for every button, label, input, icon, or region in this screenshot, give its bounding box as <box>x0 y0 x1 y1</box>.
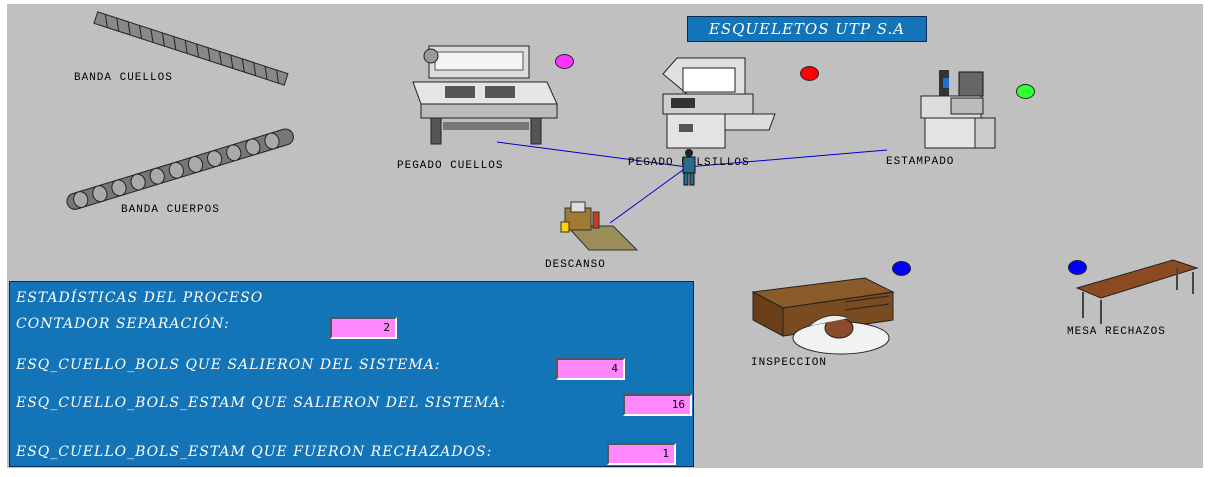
contador-separacion-label: CONTADOR SEPARACIÓN: <box>16 316 230 332</box>
estampado-status-indicator <box>1016 84 1035 99</box>
operator-path-lines <box>496 141 888 224</box>
rest-station-icon[interactable] <box>559 198 639 254</box>
sewing-machine-icon[interactable] <box>657 54 777 154</box>
roller-conveyor-icon[interactable] <box>65 126 305 210</box>
inspeccion-label: INSPECCION <box>751 357 828 369</box>
pegado-bolsillos-status-indicator <box>800 66 819 81</box>
inspection-desk-icon[interactable] <box>749 274 899 360</box>
estampado-label: ESTAMPADO <box>886 156 955 168</box>
banda-cuellos-label: BANDA CUELLOS <box>74 72 173 84</box>
esq-cuello-bols-value: 4 <box>556 358 625 380</box>
stamping-machine-icon[interactable] <box>915 68 1005 152</box>
pegado-cuellos-label: PEGADO CUELLOS <box>397 160 504 172</box>
simulation-title: ESQUELETOS UTP S.A <box>687 16 927 42</box>
banda-cuerpos-label: BANDA CUERPOS <box>121 204 220 216</box>
conveyor-icon[interactable] <box>92 10 302 86</box>
press-machine-icon[interactable] <box>407 42 558 152</box>
esq-cuello-bols-label: ESQ_CUELLO_BOLS QUE SALIERON DEL SISTEMA… <box>16 357 441 373</box>
esq-rechazados-value: 1 <box>607 443 676 465</box>
esq-cuello-bols-estam-label: ESQ_CUELLO_BOLS_ESTAM QUE SALIERON DEL S… <box>16 395 507 411</box>
reject-table-icon[interactable] <box>1073 258 1199 328</box>
contador-separacion-value: 2 <box>330 317 397 339</box>
esq-cuello-bols-estam-value: 16 <box>623 394 692 416</box>
pegado-cuellos-status-indicator <box>555 54 574 69</box>
worker-icon[interactable] <box>677 148 701 188</box>
process-statistics-panel: ESTADÍSTICAS DEL PROCESO CONTADOR SEPARA… <box>9 281 694 467</box>
mesa-rechazos-status-indicator <box>1068 260 1087 275</box>
inspeccion-status-indicator <box>892 261 911 276</box>
esq-rechazados-label: ESQ_CUELLO_BOLS_ESTAM QUE FUERON RECHAZA… <box>16 444 493 460</box>
descanso-label: DESCANSO <box>545 259 606 271</box>
simulation-canvas: ESQUELETOS UTP S.A BANDA CUELLOS <box>7 4 1203 468</box>
mesa-rechazos-label: MESA RECHAZOS <box>1067 326 1166 338</box>
stats-heading: ESTADÍSTICAS DEL PROCESO <box>16 290 264 306</box>
